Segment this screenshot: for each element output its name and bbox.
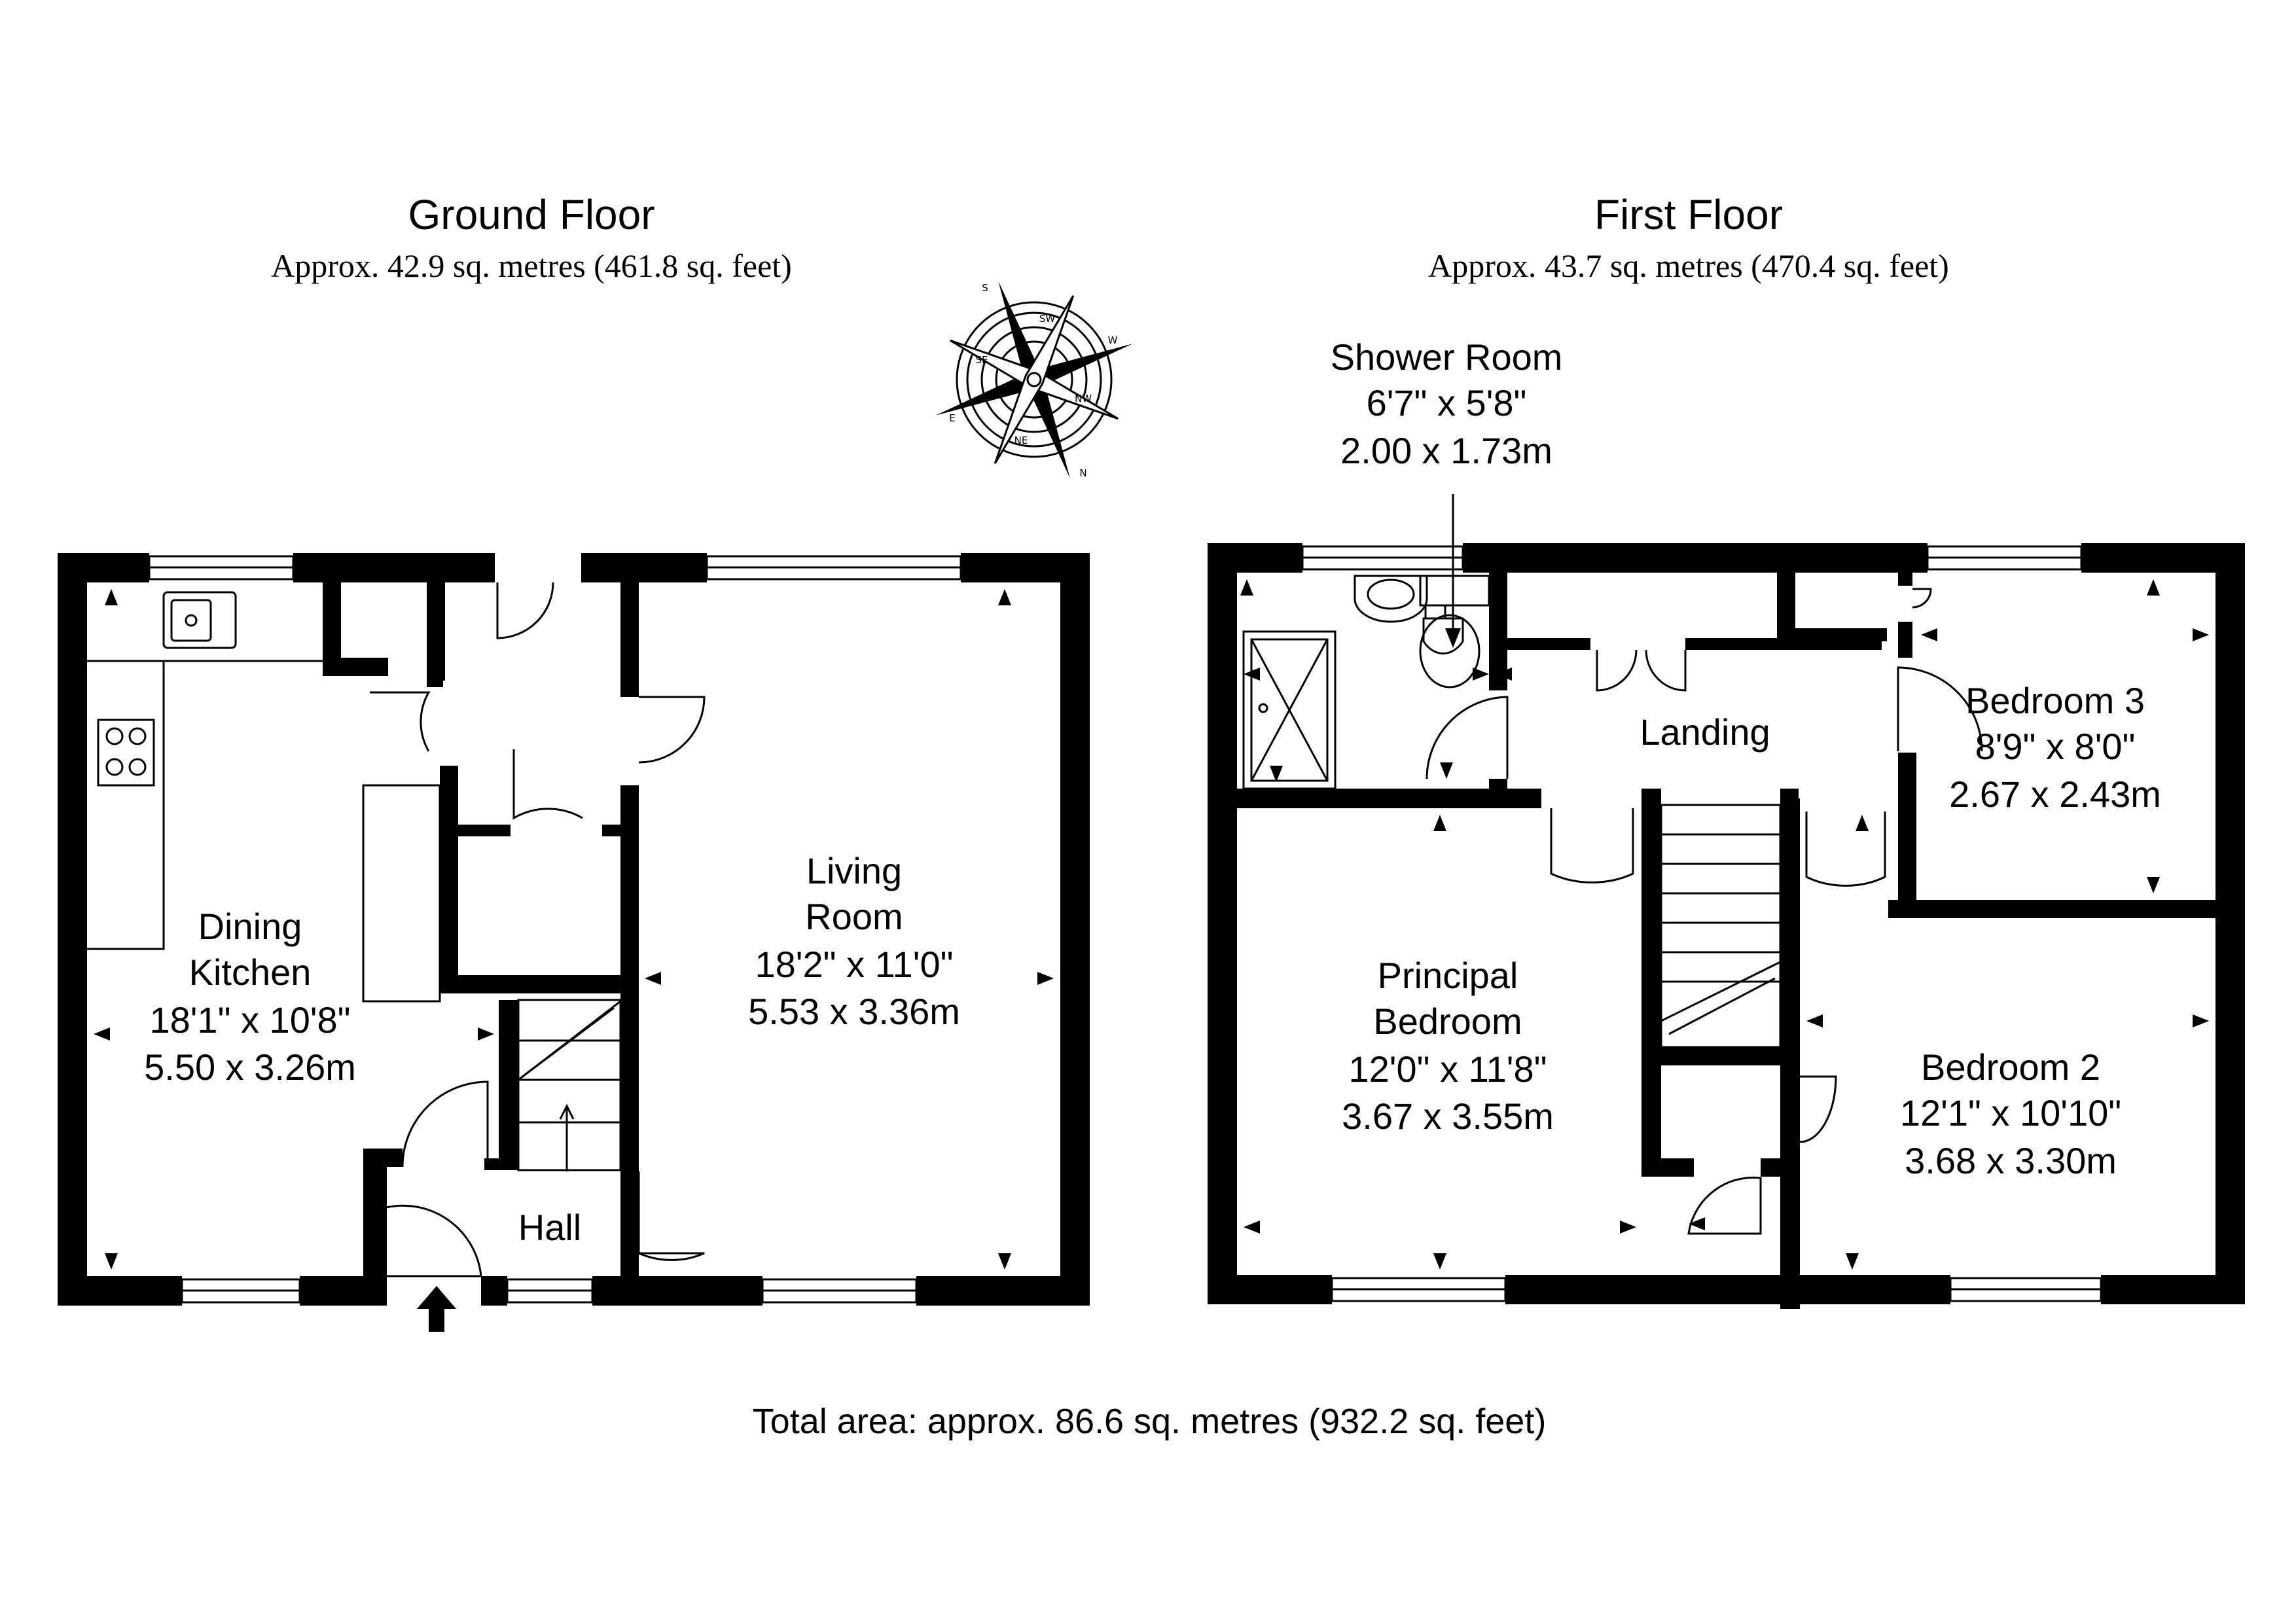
svg-text:Bedroom 2: Bedroom 2 <box>1921 1046 2100 1088</box>
svg-text:6'7" x 5'8": 6'7" x 5'8" <box>1367 382 1527 423</box>
compass-point-label: SE <box>976 354 988 366</box>
svg-text:Bedroom 3: Bedroom 3 <box>1965 680 2145 721</box>
ground-floor-title: Ground Floor <box>408 191 655 238</box>
room-label-bedroom-2: Bedroom 2 12'1" x 10'10" 3.68 x 3.30m <box>1900 1046 2121 1181</box>
compass-point-label: N <box>1079 467 1086 479</box>
first-floor-plan <box>1208 494 2245 1309</box>
room-label-landing: Landing <box>1640 711 1770 753</box>
svg-text:8'9" x 8'0": 8'9" x 8'0" <box>1975 726 2136 767</box>
svg-text:18'2" x 11'0": 18'2" x 11'0" <box>755 944 954 985</box>
svg-text:5.53 x 3.36m: 5.53 x 3.36m <box>748 991 960 1032</box>
svg-text:18'1" x 10'8": 18'1" x 10'8" <box>149 999 350 1041</box>
svg-text:3.68 x 3.30m: 3.68 x 3.30m <box>1905 1140 2117 1181</box>
first-floor-area: Approx. 43.7 sq. metres (470.4 sq. feet) <box>1428 247 1949 284</box>
svg-text:12'0" x 11'8": 12'0" x 11'8" <box>1349 1048 1547 1090</box>
svg-text:Bedroom: Bedroom <box>1373 1001 1522 1042</box>
room-label-hall: Hall <box>518 1207 581 1248</box>
svg-text:Dining: Dining <box>198 906 302 947</box>
svg-text:3.67 x 3.55m: 3.67 x 3.55m <box>1342 1096 1554 1137</box>
room-label-principal-bedroom: Principal Bedroom 12'0" x 11'8" 3.67 x 3… <box>1342 955 1554 1137</box>
svg-text:5.50 x 3.26m: 5.50 x 3.26m <box>144 1046 356 1088</box>
svg-text:Room: Room <box>805 896 903 937</box>
compass-point-label: S <box>982 282 988 294</box>
compass-point-label: SW <box>1039 313 1056 325</box>
room-label-shower-room: Shower Room 6'7" x 5'8" 2.00 x 1.73m <box>1331 336 1563 471</box>
room-label-living-room: Living Room 18'2" x 11'0" 5.53 x 3.36m <box>748 850 960 1032</box>
ground-floor-plan <box>58 553 1090 1332</box>
svg-text:2.67 x 2.43m: 2.67 x 2.43m <box>1949 774 2161 815</box>
compass-point-label: NW <box>1075 393 1092 404</box>
total-area: Total area: approx. 86.6 sq. metres (932… <box>753 1402 1547 1441</box>
compass-point-label: NE <box>1014 435 1028 446</box>
room-label-bedroom-3: Bedroom 3 8'9" x 8'0" 2.67 x 2.43m <box>1949 680 2161 815</box>
compass-point-label: W <box>1108 334 1118 346</box>
first-floor-title: First Floor <box>1594 191 1783 238</box>
compass-point-label: E <box>949 412 955 424</box>
entrance-arrow-icon <box>417 1286 456 1332</box>
svg-text:Living: Living <box>806 850 902 891</box>
svg-text:Principal: Principal <box>1378 955 1518 996</box>
svg-text:12'1" x 10'10": 12'1" x 10'10" <box>1900 1092 2121 1133</box>
svg-text:2.00 x 1.73m: 2.00 x 1.73m <box>1340 430 1552 471</box>
svg-text:Shower Room: Shower Room <box>1331 336 1563 378</box>
ground-floor-area: Approx. 42.9 sq. metres (461.8 sq. feet) <box>271 247 792 284</box>
svg-text:Kitchen: Kitchen <box>189 952 312 993</box>
compass-rose-icon: S SW W NW N NE E SE <box>935 281 1133 479</box>
room-label-dining-kitchen: Dining Kitchen 18'1" x 10'8" 5.50 x 3.26… <box>144 906 356 1088</box>
